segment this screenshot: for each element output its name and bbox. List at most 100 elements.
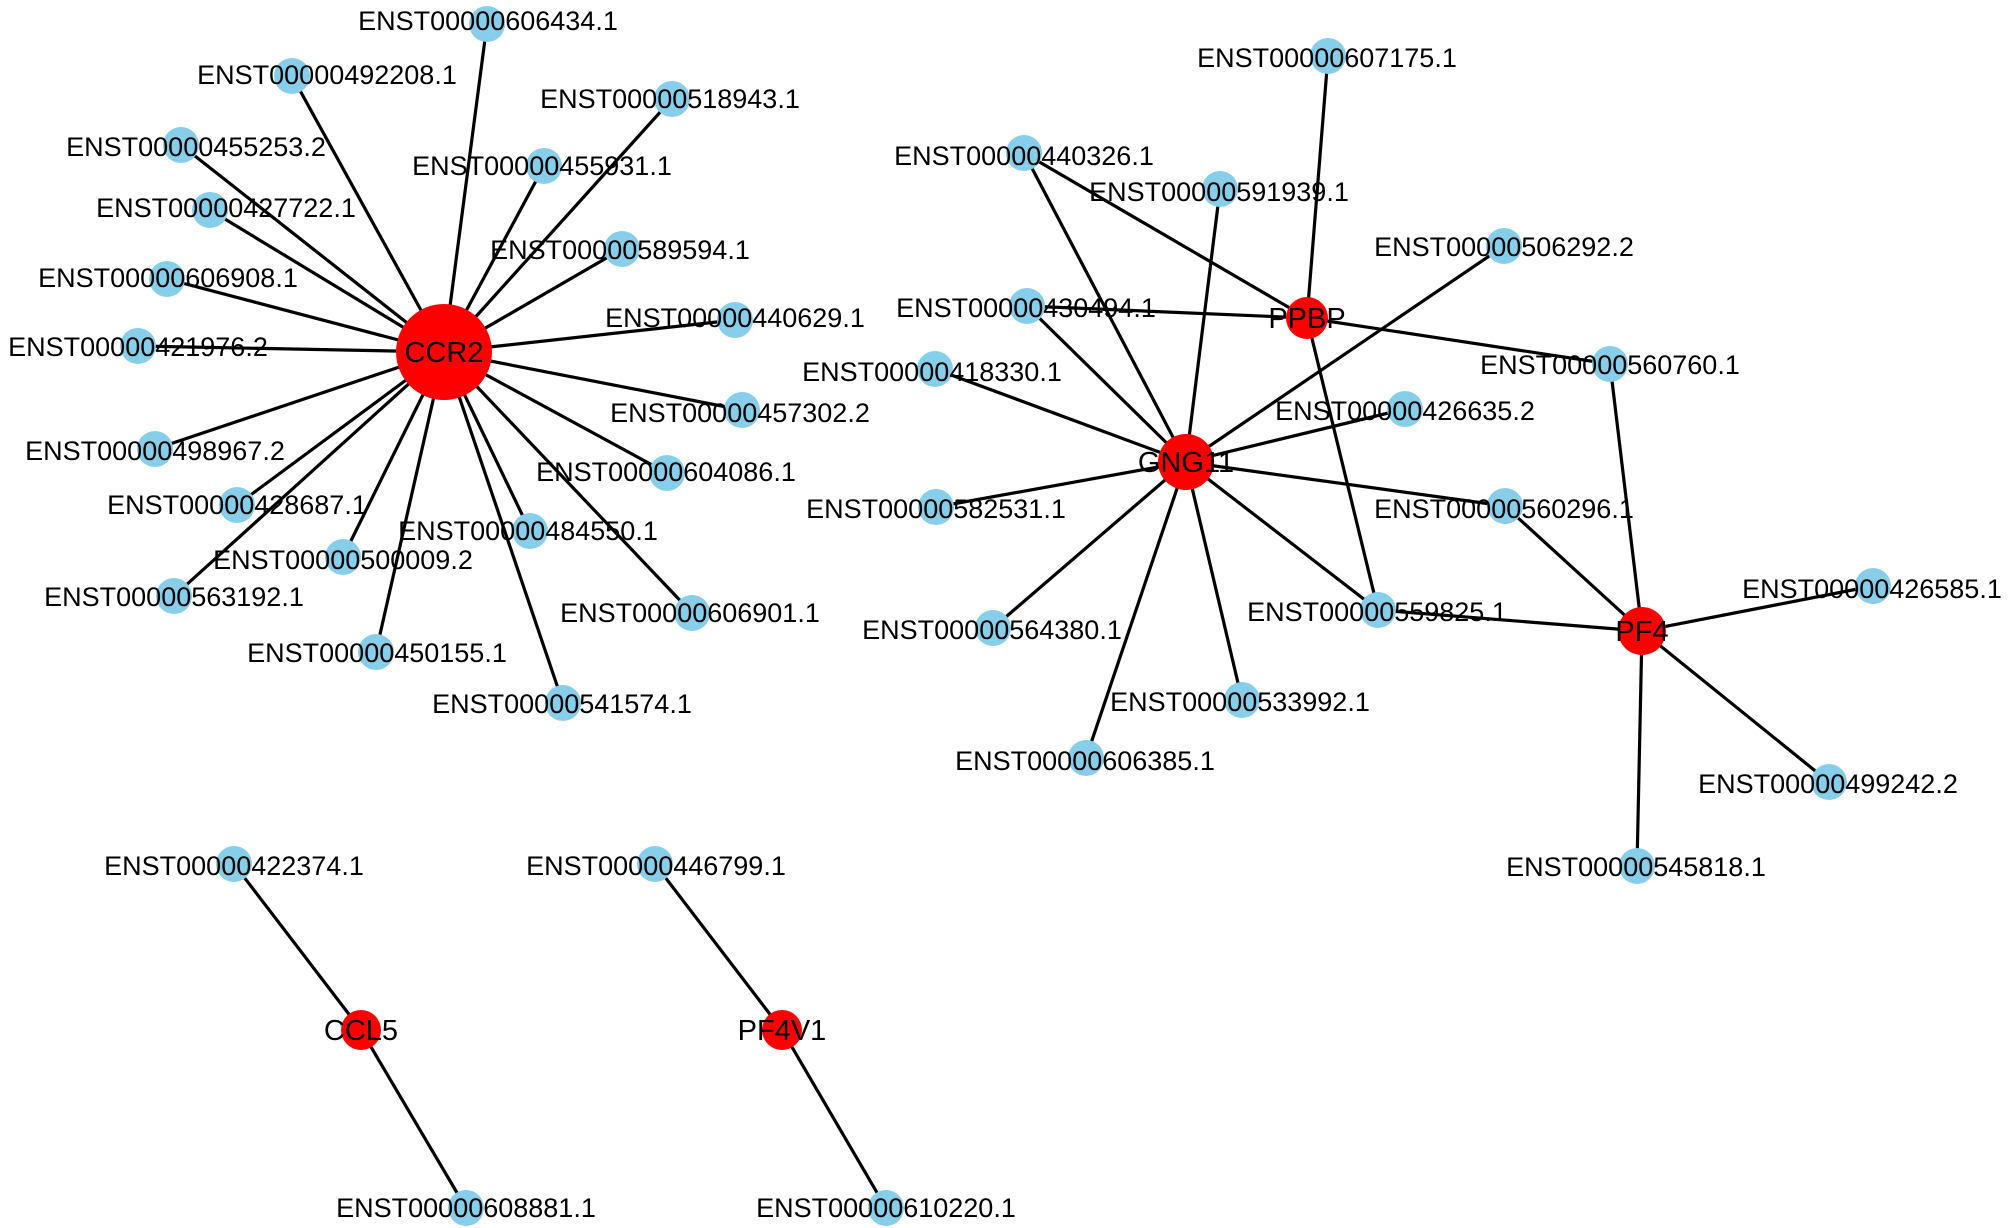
leaf-label-enst00000499242-2: ENST00000499242.2 <box>1698 769 1958 799</box>
edge-gng11-enst00000533992-1 <box>1184 461 1244 701</box>
leaf-node-enst00000560296-1[interactable] <box>1487 488 1523 524</box>
hub-node-pf4[interactable] <box>1618 607 1666 655</box>
hub-label-ppbp: PPBP <box>1268 303 1345 335</box>
leaf-node-enst00000608881-1[interactable] <box>448 1190 484 1226</box>
edge-pf4-enst00000499242-2 <box>1640 629 1831 784</box>
leaf-label-enst00000563192-1: ENST00000563192.1 <box>44 582 304 612</box>
leaf-label-enst00000608881-1: ENST00000608881.1 <box>336 1193 596 1223</box>
leaf-node-enst00000499242-2[interactable] <box>1811 764 1847 800</box>
leaf-label-enst00000418330-1: ENST00000418330.1 <box>802 357 1062 387</box>
edge-ccr2-enst00000450155-1 <box>374 351 446 653</box>
leaf-node-enst00000606434-1[interactable] <box>469 6 505 42</box>
leaf-node-enst00000428687-1[interactable] <box>219 487 255 523</box>
edge-gng11-enst00000606385-1 <box>1084 461 1188 759</box>
leaf-node-enst00000427722-1[interactable] <box>192 192 228 228</box>
leaf-label-enst00000492208-1: ENST00000492208.1 <box>197 60 457 90</box>
edge-gng11-enst00000582531-1 <box>935 460 1187 509</box>
leaf-label-enst00000455253-2: ENST00000455253.2 <box>66 132 326 162</box>
leaf-node-enst00000430494-1[interactable] <box>1009 288 1045 324</box>
leaf-node-enst00000607175-1[interactable] <box>1310 38 1346 74</box>
leaf-label-enst00000610220-1: ENST00000610220.1 <box>756 1193 1016 1223</box>
leaf-node-enst00000418330-1[interactable] <box>917 351 953 387</box>
leaf-label-enst00000440326-1: ENST00000440326.1 <box>894 141 1154 171</box>
leaf-label-enst00000560296-1: ENST00000560296.1 <box>1374 494 1634 524</box>
leaf-node-enst00000518943-1[interactable] <box>654 81 690 117</box>
hub-node-ppbp[interactable] <box>1286 297 1328 339</box>
leaf-node-enst00000606908-1[interactable] <box>149 261 185 297</box>
edge-pf4-enst00000560296-1 <box>1503 504 1644 633</box>
edge-gng11-enst00000591939-1 <box>1184 188 1222 463</box>
leaf-node-enst00000506292-2[interactable] <box>1486 228 1522 264</box>
leaf-node-enst00000440326-1[interactable] <box>1006 135 1042 171</box>
edge-pf4v1-enst00000446799-1 <box>653 863 784 1031</box>
edge-gng11-enst00000426635-2 <box>1185 407 1406 464</box>
leaf-node-enst00000484550-1[interactable] <box>512 513 548 549</box>
leaf-node-enst00000560760-1[interactable] <box>1592 346 1628 382</box>
leaf-label-enst00000457302-2: ENST00000457302.2 <box>610 398 870 428</box>
edge-ccr2-enst00000518943-1 <box>442 97 674 354</box>
leaf-node-enst00000450155-1[interactable] <box>358 634 394 670</box>
hub-node-ccr2[interactable] <box>396 304 492 400</box>
leaf-label-enst00000450155-1: ENST00000450155.1 <box>247 638 507 668</box>
leaf-node-enst00000492208-1[interactable] <box>274 58 310 94</box>
edge-pf4v1-enst00000610220-1 <box>780 1029 888 1209</box>
leaf-node-enst00000455253-2[interactable] <box>163 127 199 163</box>
leaf-label-enst00000422374-1: ENST00000422374.1 <box>104 851 364 881</box>
edge-pf4-enst00000559825-1 <box>1377 608 1643 633</box>
leaf-node-enst00000446799-1[interactable] <box>637 846 673 882</box>
leaf-node-enst00000610220-1[interactable] <box>868 1190 904 1226</box>
leaf-node-enst00000591939-1[interactable] <box>1202 171 1238 207</box>
edge-ccl5-enst00000608881-1 <box>359 1029 468 1209</box>
hub-label-pf4: PF4 <box>1615 616 1668 648</box>
leaf-node-enst00000545818-1[interactable] <box>1619 848 1655 884</box>
hub-node-gng11[interactable] <box>1158 434 1214 490</box>
leaf-label-enst00000430494-1: ENST00000430494.1 <box>896 293 1156 323</box>
edge-gng11-enst00000440326-1 <box>1022 152 1188 463</box>
leaf-label-enst00000421976-2: ENST00000421976.2 <box>8 332 268 362</box>
edge-ccr2-enst00000457302-2 <box>443 350 743 412</box>
leaf-label-enst00000500009-2: ENST00000500009.2 <box>213 545 473 575</box>
leaf-label-enst00000606434-1: ENST00000606434.1 <box>358 6 618 36</box>
leaf-label-enst00000591939-1: ENST00000591939.1 <box>1089 177 1349 207</box>
leaf-node-enst00000457302-2[interactable] <box>724 392 760 428</box>
edge-gng11-enst00000418330-1 <box>934 367 1187 464</box>
edge-ccl5-enst00000422374-1 <box>232 863 363 1031</box>
leaf-label-enst00000426585-1: ENST00000426585.1 <box>1742 574 2002 604</box>
leaf-node-enst00000559825-1[interactable] <box>1360 592 1396 628</box>
edge-gng11-enst00000560296-1 <box>1185 460 1506 508</box>
leaf-node-enst00000421976-2[interactable] <box>120 328 156 364</box>
leaf-node-enst00000589594-1[interactable] <box>604 231 640 267</box>
leaf-node-enst00000498967-2[interactable] <box>137 431 173 467</box>
hub-node-pf4v1[interactable] <box>762 1010 802 1050</box>
leaf-node-enst00000422374-1[interactable] <box>216 846 252 882</box>
leaf-node-enst00000440629-1[interactable] <box>717 302 753 338</box>
leaf-node-enst00000455931-1[interactable] <box>526 148 562 184</box>
node-layer <box>120 6 1891 1226</box>
leaf-node-enst00000533992-1[interactable] <box>1224 682 1260 718</box>
edge-ccr2-enst00000455253-2 <box>180 143 445 354</box>
leaf-node-enst00000500009-2[interactable] <box>325 539 361 575</box>
leaf-node-enst00000426585-1[interactable] <box>1855 568 1891 604</box>
leaf-label-enst00000606908-1: ENST00000606908.1 <box>38 263 298 293</box>
leaf-node-enst00000563192-1[interactable] <box>156 578 192 614</box>
leaf-node-enst00000426635-2[interactable] <box>1387 391 1423 427</box>
edge-gng11-enst00000564380-1 <box>991 460 1188 630</box>
hub-label-pf4v1: PF4V1 <box>738 1015 827 1047</box>
leaf-node-enst00000606385-1[interactable] <box>1068 740 1104 776</box>
edge-pf4-enst00000545818-1 <box>1635 630 1644 867</box>
leaf-label-enst00000506292-2: ENST00000506292.2 <box>1374 232 1634 262</box>
leaf-label-enst00000446799-1: ENST00000446799.1 <box>526 851 786 881</box>
leaf-label-enst00000440629-1: ENST00000440629.1 <box>605 303 865 333</box>
leaf-node-enst00000606901-1[interactable] <box>674 595 710 631</box>
leaf-node-enst00000564380-1[interactable] <box>975 610 1011 646</box>
leaf-node-enst00000582531-1[interactable] <box>918 489 954 525</box>
leaf-label-enst00000533992-1: ENST00000533992.1 <box>1110 687 1370 717</box>
leaf-node-enst00000604086-1[interactable] <box>649 455 685 491</box>
hub-label-ccr2: CCR2 <box>405 337 484 369</box>
leaf-label-enst00000606901-1: ENST00000606901.1 <box>560 598 820 628</box>
hub-node-ccl5[interactable] <box>341 1010 381 1050</box>
edge-ppbp-enst00000607175-1 <box>1305 55 1330 319</box>
leaf-label-enst00000427722-1: ENST00000427722.1 <box>96 193 356 223</box>
leaf-node-enst00000541574-1[interactable] <box>545 685 581 721</box>
